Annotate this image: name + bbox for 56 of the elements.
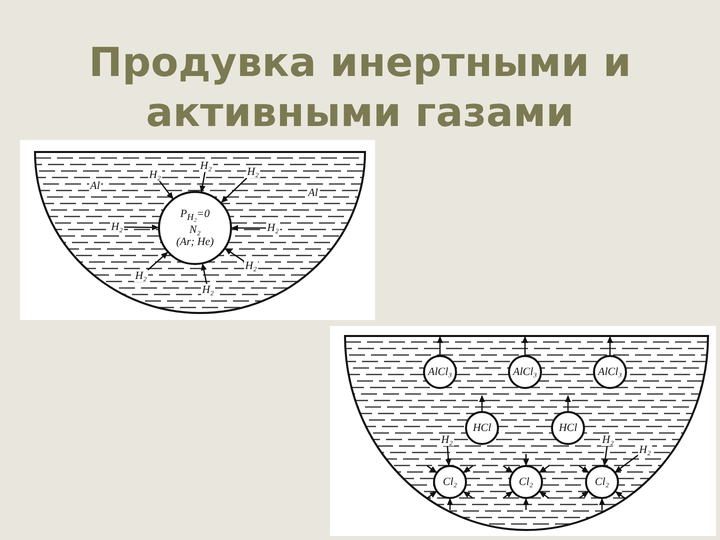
arrow xyxy=(599,498,605,510)
arrow xyxy=(523,454,529,466)
arrow xyxy=(447,498,453,510)
arrow xyxy=(426,465,437,473)
gas-formula: Cl₂ xyxy=(442,476,458,488)
gas-label: H₂ xyxy=(246,166,260,178)
arrow xyxy=(565,395,571,411)
gas-label: H₂ xyxy=(110,221,124,233)
arrow xyxy=(522,336,528,355)
gas-formula: AlCl₃ xyxy=(513,366,537,378)
gas-formula: (Ar; He) xyxy=(176,236,214,248)
gas-formula: AlCl₃ xyxy=(598,366,622,378)
arrow xyxy=(614,454,638,472)
arrow xyxy=(437,336,443,355)
arrow xyxy=(463,465,474,473)
gas-formula: N₂ xyxy=(189,224,201,236)
metal-label: Al xyxy=(89,180,101,192)
arrow xyxy=(200,172,206,193)
gas-formula: AlCl₃ xyxy=(428,366,452,378)
gas-label: H₂ xyxy=(601,434,615,446)
gas-label: H₂ xyxy=(201,284,215,296)
metal-label: Al xyxy=(307,187,319,199)
arrow xyxy=(147,252,168,270)
arrow xyxy=(502,465,513,473)
arrow xyxy=(463,491,474,499)
arrow xyxy=(607,336,613,355)
gas-label: H₂ xyxy=(134,270,148,282)
arrow xyxy=(124,224,159,230)
arrow xyxy=(200,263,208,284)
arrow xyxy=(602,446,608,466)
gas-label: H₂ xyxy=(266,222,280,234)
gas-formula: Cl₂ xyxy=(594,476,610,488)
arrow xyxy=(502,491,513,499)
slide-title: Продувка инертными и активными газами xyxy=(88,39,632,138)
arrow xyxy=(479,395,485,411)
arrow xyxy=(224,248,244,262)
gas-formula: HCl xyxy=(472,422,492,434)
gas-formula: P$_{H₂}$=0 xyxy=(180,208,210,224)
arrow xyxy=(158,180,174,200)
arrow xyxy=(220,178,248,203)
arrow xyxy=(578,491,589,499)
arrow xyxy=(578,465,589,473)
gas-label: H₂ xyxy=(199,160,213,172)
gas-label: H₂ xyxy=(244,260,258,272)
gas-label: H₂ xyxy=(638,444,652,456)
gas-label: H₂ xyxy=(440,434,454,446)
arrow xyxy=(445,446,452,466)
arrow xyxy=(539,491,550,499)
gas-formula: Cl₂ xyxy=(518,476,534,488)
arrow xyxy=(426,491,437,499)
gas-label: H₂ xyxy=(148,169,162,181)
arrow xyxy=(523,498,529,510)
arrow xyxy=(231,225,266,231)
arrow xyxy=(615,491,626,499)
gas-formula: HCl xyxy=(558,422,578,434)
arrow xyxy=(539,465,550,473)
